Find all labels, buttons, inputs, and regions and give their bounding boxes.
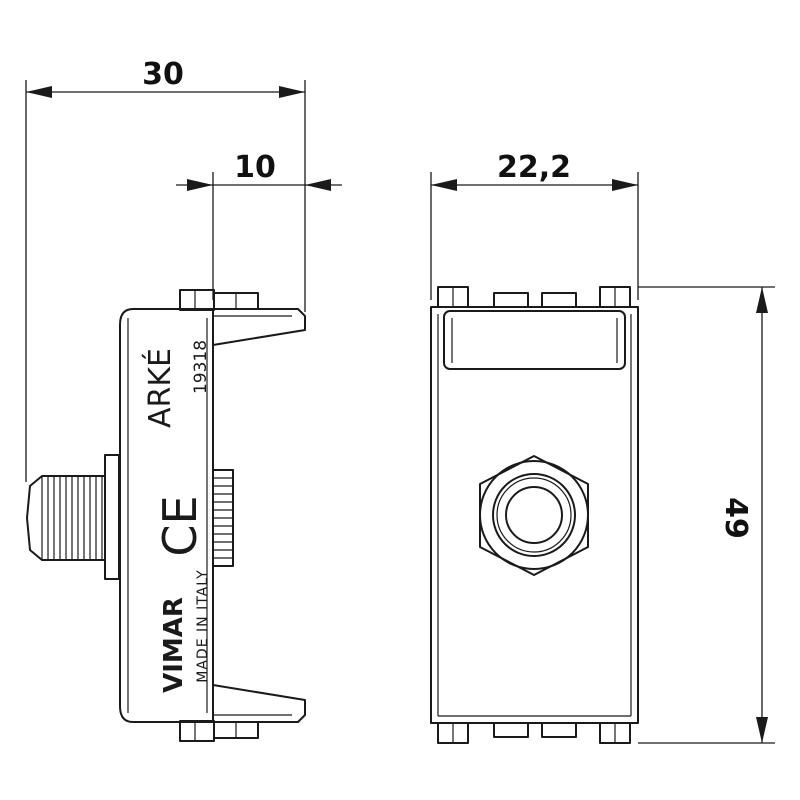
front-view — [430, 286, 639, 744]
origin-marking: MADE IN ITALY — [195, 569, 211, 682]
dimension-height-label: 49 — [718, 497, 753, 539]
brand-marking: VIMAR — [159, 597, 189, 693]
module-body-front — [430, 306, 639, 724]
dimension-height: 49 — [638, 286, 775, 744]
bottom-tabs — [437, 722, 631, 744]
upper-clip — [179, 289, 306, 346]
lower-clip — [179, 684, 306, 742]
dimension-width: 22,2 — [430, 150, 639, 300]
label-window — [443, 310, 626, 370]
module-body-side — [119, 308, 214, 723]
dimension-overall-depth: 30 — [25, 57, 306, 482]
dimension-overall-depth-label: 30 — [142, 57, 184, 92]
dimension-front-depth: 10 — [176, 150, 342, 300]
side-view: ARKÉ 19318 CE VIMAR MADE IN ITALY — [26, 289, 306, 742]
coax-socket — [479, 455, 589, 576]
front-coax-connector — [212, 469, 234, 567]
rear-coax-connector — [26, 454, 120, 580]
code-marking: 19318 — [191, 340, 211, 394]
dimension-width-label: 22,2 — [497, 150, 571, 185]
ce-marking: CE — [153, 495, 207, 556]
top-tabs — [437, 286, 631, 308]
series-marking: ARKÉ — [142, 348, 178, 428]
dimension-front-depth-label: 10 — [234, 150, 276, 185]
